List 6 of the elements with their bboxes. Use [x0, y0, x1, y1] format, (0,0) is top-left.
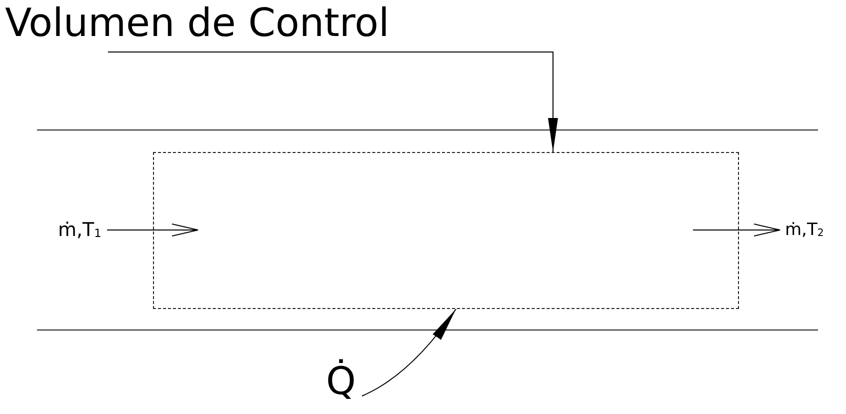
leader-arrow — [108, 52, 558, 152]
flow-arrow — [106, 224, 198, 236]
control-volume-box — [153, 152, 739, 309]
title-label: Volumen de Control — [5, 4, 387, 52]
heat-arrow — [362, 308, 456, 396]
flow-arrow — [692, 224, 780, 236]
